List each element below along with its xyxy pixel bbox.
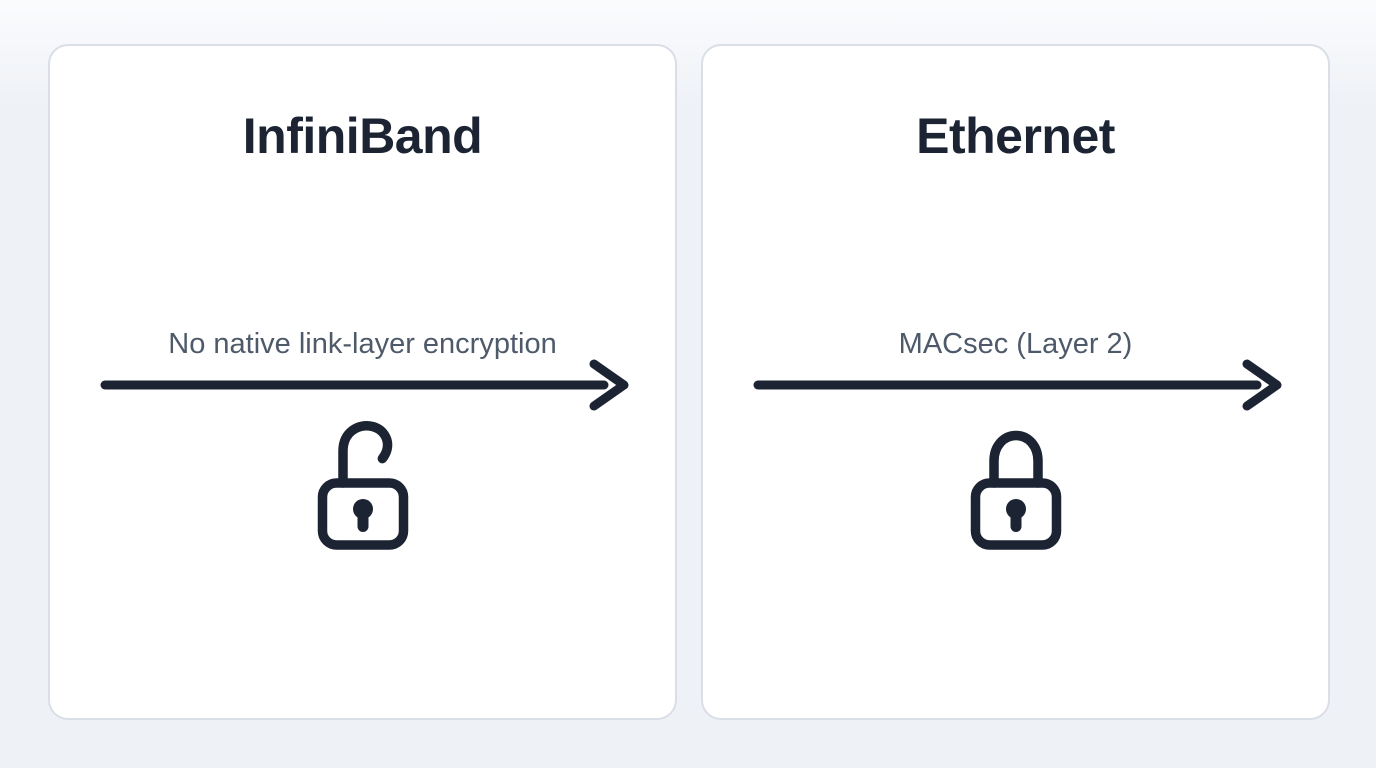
arrow-label: No native link-layer encryption — [168, 328, 557, 360]
arrow-label: MACsec (Layer 2) — [898, 328, 1133, 360]
locked-padlock-icon — [970, 430, 1061, 550]
card-title: InfiniBand — [242, 108, 483, 164]
unlocked-padlock-icon — [317, 421, 408, 550]
ethernet-card: Ethernet MACsec (Layer 2) — [701, 44, 1330, 720]
link-layer-encryption-comparison-diagram: InfiniBand No native link-layer encrypti… — [48, 44, 1330, 720]
right-arrow-icon — [100, 359, 629, 411]
card-title: Ethernet — [916, 108, 1115, 164]
infiniband-card: InfiniBand No native link-layer encrypti… — [48, 44, 677, 720]
right-arrow-icon — [753, 359, 1282, 411]
